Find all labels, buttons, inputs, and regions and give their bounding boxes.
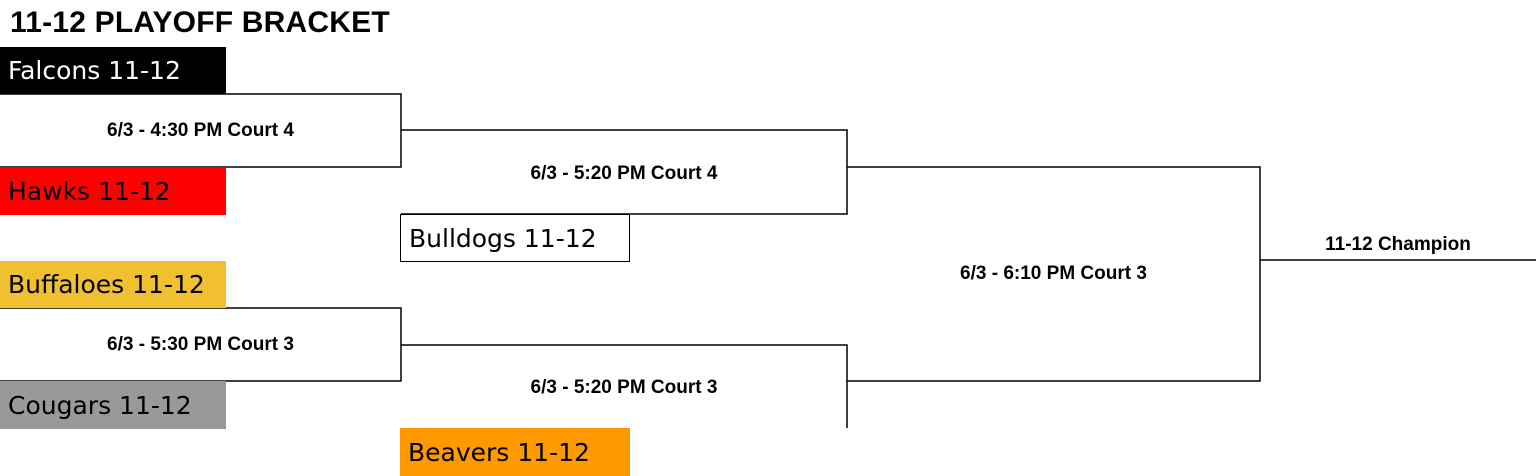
team-bulldogs: Bulldogs 11-12 [400, 214, 630, 262]
team-buffaloes: Buffaloes 11-12 [0, 261, 226, 308]
final-connector [847, 166, 1261, 382]
game-semi-bottom: 6/3 - 5:20 PM Court 3 [530, 377, 718, 398]
game-round1-bottom: 6/3 - 5:30 PM Court 3 [107, 334, 294, 355]
team-falcons: Falcons 11-12 [0, 47, 226, 94]
team-beavers: Beavers 11-12 [400, 428, 630, 476]
game-semi-top: 6/3 - 5:20 PM Court 4 [530, 163, 718, 184]
team-cougars: Cougars 11-12 [0, 381, 226, 429]
semi-bottom-connector [401, 344, 848, 428]
team-hawks: Hawks 11-12 [0, 167, 226, 215]
champion-label: 11-12 Champion [1325, 234, 1471, 255]
game-final: 6/3 - 6:10 PM Court 3 [960, 263, 1147, 284]
bracket-title: 11-12 PLAYOFF BRACKET [10, 6, 390, 39]
game-round1-top: 6/3 - 4:30 PM Court 4 [107, 120, 294, 141]
